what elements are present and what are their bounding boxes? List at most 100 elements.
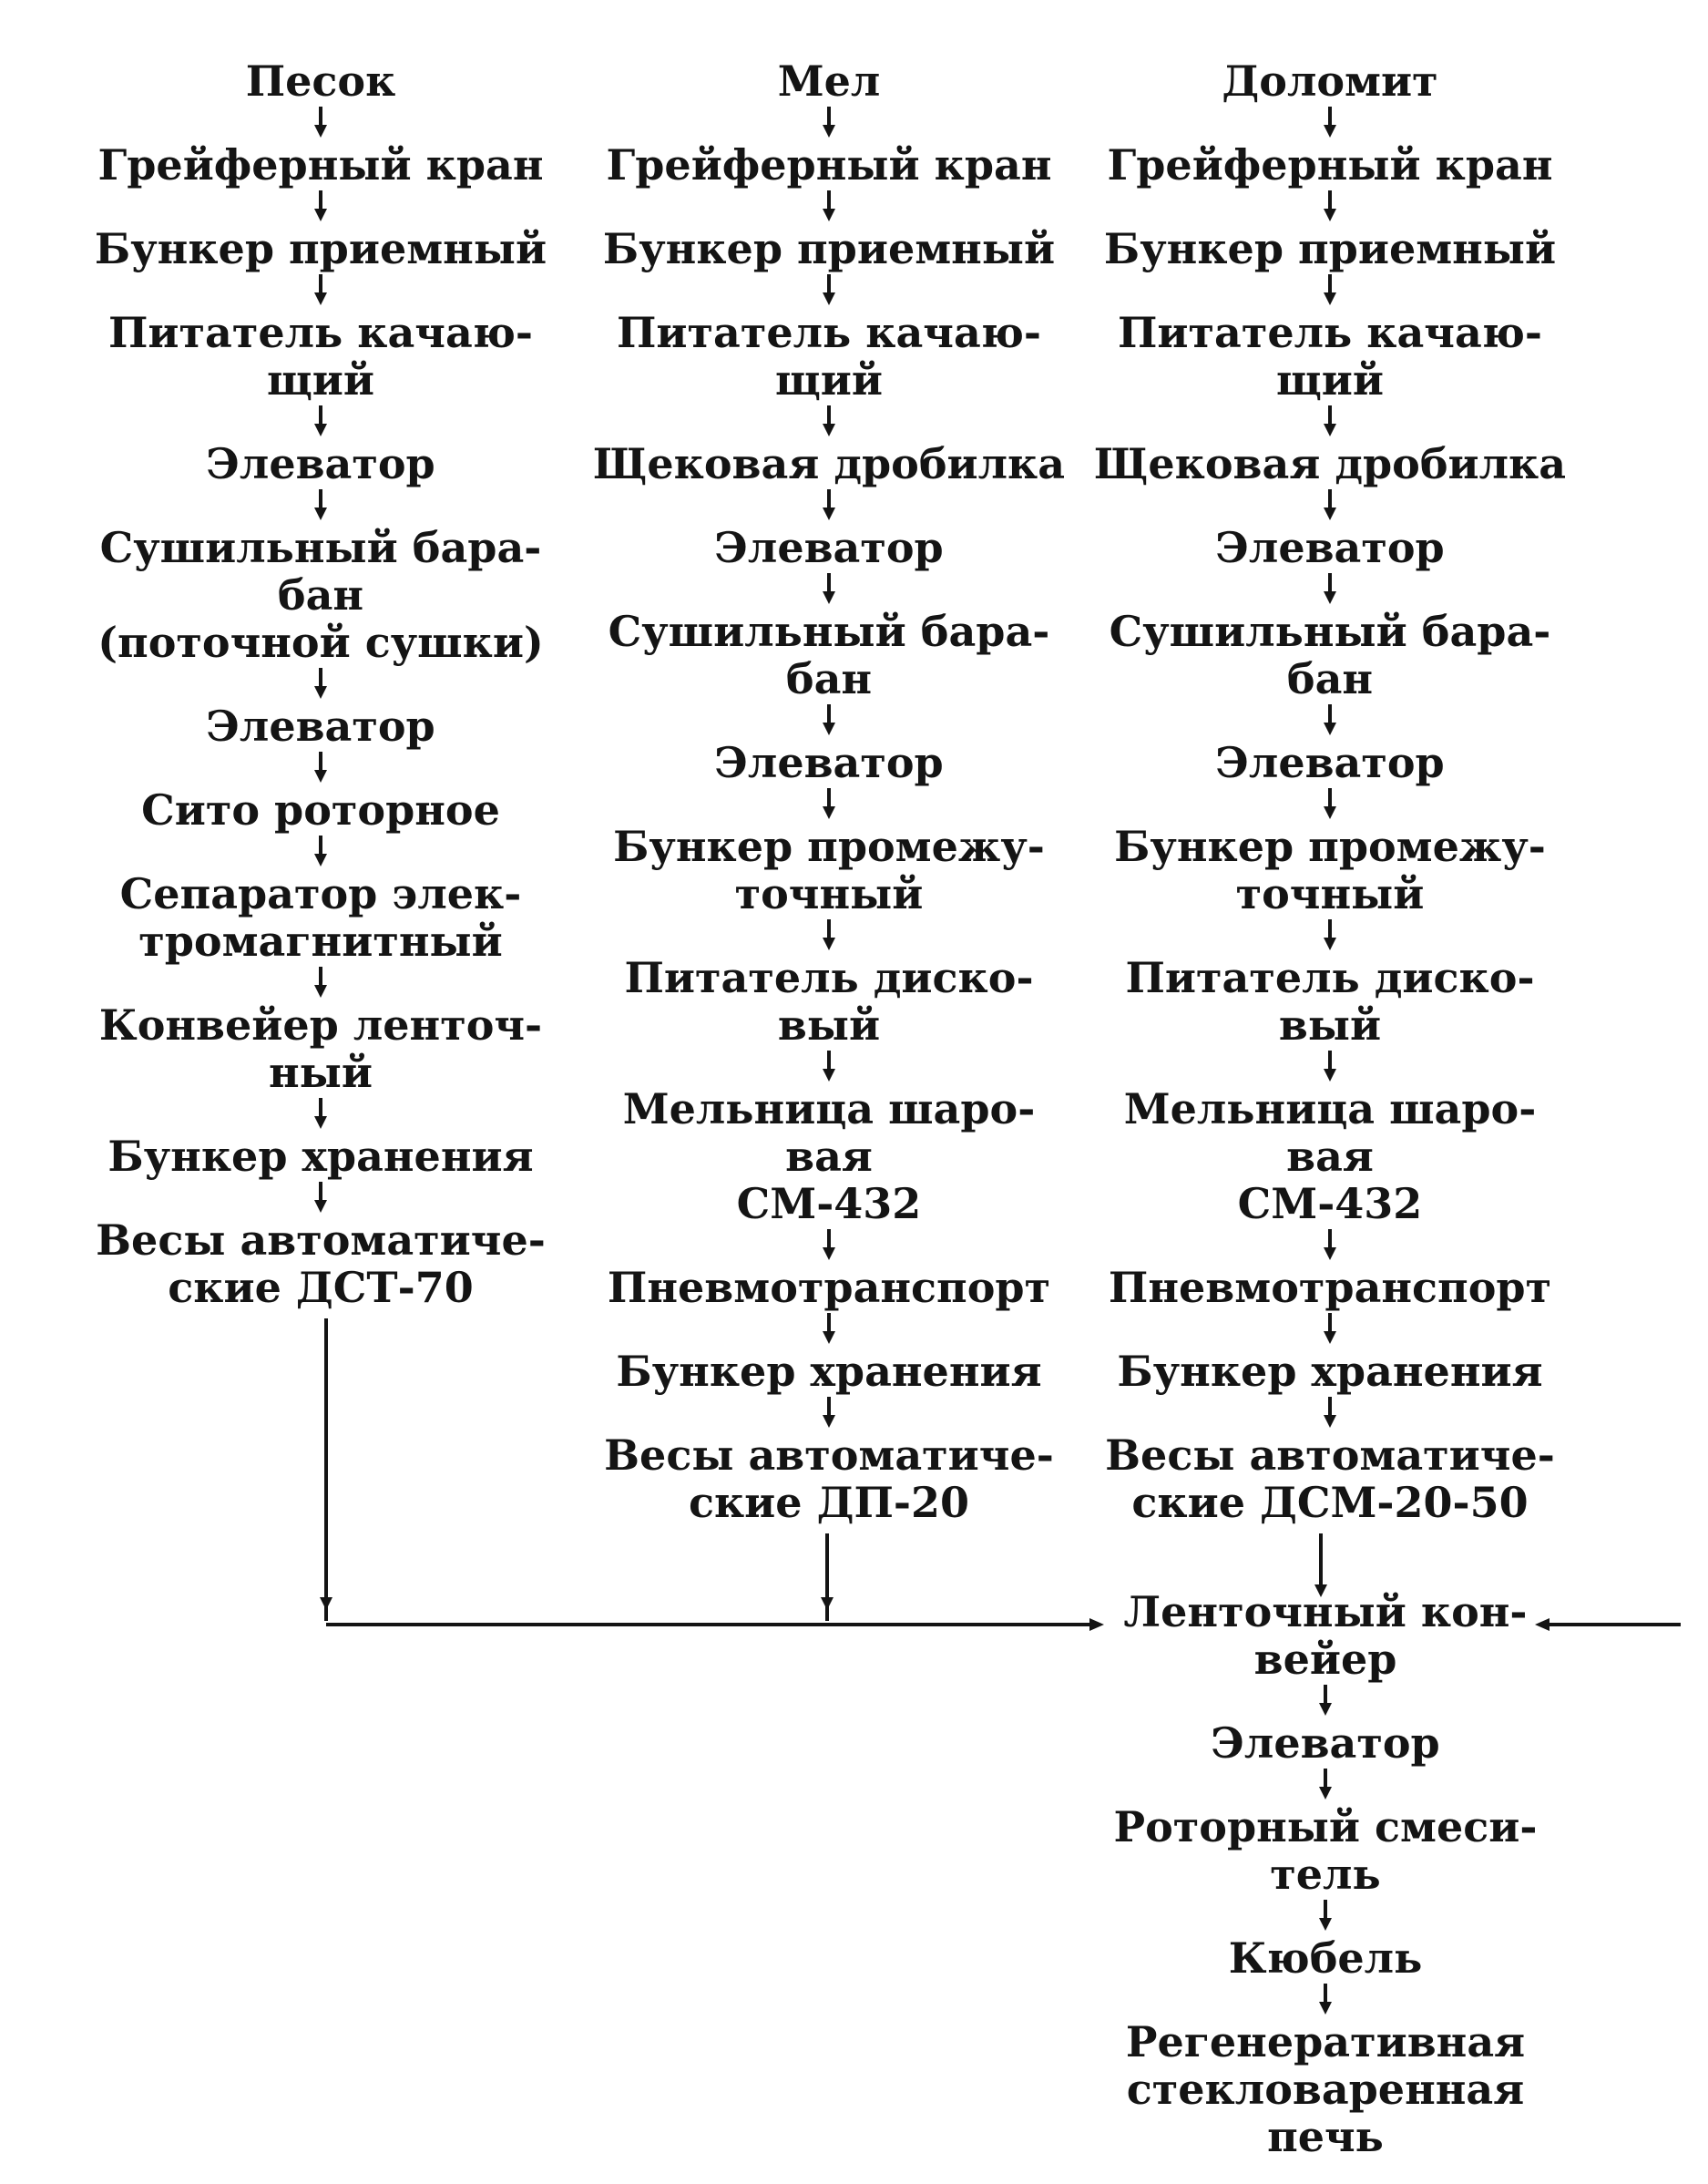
step-sand-8-line-0: Конвейер ленточ- (99, 1000, 542, 1050)
arrow-dolomite-11-head (1324, 1331, 1336, 1344)
step-dolomite-9-line-1: вая (1286, 1132, 1374, 1181)
arrow-common-1-head (1319, 1703, 1332, 1716)
step-chalk-2-line-1: щий (775, 355, 883, 405)
step-chalk-10-line-0: Пневмотранспорт (608, 1263, 1050, 1312)
arrow-sand-0-head (314, 125, 327, 138)
step-sand-0-line-0: Грейферный кран (98, 140, 544, 190)
step-chalk-12-line-1: ские ДП-20 (689, 1478, 969, 1527)
step-common-2-line-1: тель (1270, 1850, 1380, 1899)
arrow-dolomite-12-head (1324, 1415, 1336, 1428)
arrow-common-3-head (1319, 1918, 1332, 1931)
arrow-merge-into-conveyor-head (1089, 1618, 1104, 1631)
arrow-sand-2-head (314, 292, 327, 305)
arrow-dolomite-4-head (1324, 508, 1336, 520)
step-dolomite-9-line-0: Мельница шаро- (1124, 1084, 1537, 1133)
step-dolomite-0-line-0: Грейферный кран (1108, 140, 1553, 190)
step-dolomite-7-line-1: точный (1236, 869, 1425, 918)
arrow-dolomite-1-head (1324, 209, 1336, 221)
step-sand-7-line-0: Сепаратор элек- (120, 869, 522, 918)
step-common-4-line-0: Регенеративная (1126, 2017, 1525, 2066)
step-sand-3-line-0: Элеватор (206, 439, 435, 488)
step-common-3-line-0: Кюбель (1229, 1933, 1423, 1983)
arrow-sand-4-head (314, 508, 327, 520)
arrow-chalk-4-head (823, 508, 835, 520)
step-common-4-line-1: стекловаренная (1127, 2065, 1524, 2114)
step-chalk-11-line-0: Бункер хранения (616, 1347, 1041, 1396)
arrow-chalk-10-head (823, 1247, 835, 1260)
arrow-common-4-head (1319, 2002, 1332, 2015)
arrow-sand-10-head (314, 1200, 327, 1213)
step-chalk-8-line-1: вый (778, 1000, 880, 1050)
column-title-dolomite: Доломит (1222, 56, 1437, 106)
arrow-chalk-2-head (823, 292, 835, 305)
arrow-dolomite-5-head (1324, 591, 1336, 604)
step-common-1-line-0: Элеватор (1211, 1718, 1439, 1768)
arrow-dolomite-7-head (1324, 806, 1336, 819)
step-sand-2-line-1: щий (267, 355, 374, 405)
step-chalk-8-line-0: Питатель диско- (624, 953, 1033, 1002)
step-dolomite-5-line-0: Сушильный бара- (1110, 607, 1551, 656)
arrow-chalk-7-head (823, 806, 835, 819)
arrow-sand-9-head (314, 1116, 327, 1129)
step-dolomite-8-line-0: Питатель диско- (1125, 953, 1534, 1002)
arrow-common-2-head (1319, 1787, 1332, 1799)
step-sand-7-line-1: тромагнитный (138, 917, 503, 966)
arrow-external-into-conveyor-head (1535, 1618, 1549, 1631)
arrow-sand-1-head (314, 209, 327, 221)
arrow-dolomite-10-head (1324, 1247, 1336, 1260)
step-chalk-9-line-1: вая (785, 1132, 873, 1181)
arrow-chalk-8-head (823, 938, 835, 950)
step-dolomite-1-line-0: Бункер приемный (1104, 224, 1556, 273)
step-chalk-5-line-1: бан (786, 654, 872, 703)
step-dolomite-8-line-1: вый (1279, 1000, 1381, 1050)
step-common-0-line-1: вейер (1254, 1635, 1397, 1684)
arrow-chalk-6-head (823, 723, 835, 735)
step-common-0-line-0: Ленточный кон- (1123, 1587, 1527, 1636)
step-chalk-6-line-0: Элеватор (714, 738, 943, 787)
step-chalk-3-line-0: Щековая дробилка (593, 439, 1065, 488)
step-sand-4-line-1: бан (278, 570, 363, 620)
step-sand-9-line-0: Бункер хранения (107, 1132, 533, 1181)
arrow-chalk-9-head (823, 1069, 835, 1082)
step-dolomite-9-line-2: СМ-432 (1238, 1179, 1423, 1228)
arrow-sand-3-head (314, 424, 327, 436)
arrow-sand-merge-head (320, 1597, 332, 1610)
arrow-chalk-0-head (823, 125, 835, 138)
arrow-dolomite-8-head (1324, 938, 1336, 950)
arrow-chalk-11-head (823, 1331, 835, 1344)
arrow-chalk-12-head (823, 1415, 835, 1428)
step-sand-4-line-2: (поточной сушки) (97, 618, 543, 667)
step-chalk-7-line-0: Бункер промежу- (613, 822, 1045, 871)
column-title-chalk: Мел (778, 56, 881, 106)
step-chalk-7-line-1: точный (735, 869, 924, 918)
arrow-sand-6-head (314, 770, 327, 783)
arrow-dolomite-0-head (1324, 125, 1336, 138)
step-chalk-0-line-0: Грейферный кран (607, 140, 1052, 190)
step-dolomite-6-line-0: Элеватор (1215, 738, 1444, 787)
step-sand-10-line-0: Весы автоматиче- (96, 1215, 546, 1265)
step-sand-6-line-0: Сито роторное (141, 785, 500, 835)
arrow-dolomite-3-head (1324, 424, 1336, 436)
step-chalk-2-line-0: Питатель качаю- (617, 308, 1041, 357)
arrow-chalk-merge-head (821, 1597, 834, 1610)
arrow-chalk-5-head (823, 591, 835, 604)
arrow-sand-7-head (314, 854, 327, 866)
step-common-2-line-0: Роторный смеси- (1114, 1802, 1538, 1851)
step-chalk-9-line-2: СМ-432 (737, 1179, 922, 1228)
step-chalk-4-line-0: Элеватор (714, 523, 943, 572)
step-dolomite-10-line-0: Пневмотранспорт (1109, 1263, 1551, 1312)
step-dolomite-12-line-1: ские ДСМ-20-50 (1131, 1478, 1528, 1527)
step-dolomite-2-line-1: щий (1276, 355, 1384, 405)
step-sand-10-line-1: ские ДСТ-70 (168, 1263, 473, 1312)
arrow-sand-8-head (314, 985, 327, 998)
step-sand-1-line-0: Бункер приемный (95, 224, 547, 273)
step-dolomite-2-line-0: Питатель качаю- (1118, 308, 1542, 357)
step-chalk-12-line-0: Весы автоматиче- (604, 1430, 1054, 1480)
arrow-dolomite-merge-head (1314, 1584, 1327, 1597)
arrow-dolomite-9-head (1324, 1069, 1336, 1082)
arrow-dolomite-2-head (1324, 292, 1336, 305)
step-sand-4-line-0: Сушильный бара- (100, 523, 542, 572)
step-chalk-5-line-0: Сушильный бара- (609, 607, 1050, 656)
step-sand-2-line-0: Питатель качаю- (108, 308, 533, 357)
